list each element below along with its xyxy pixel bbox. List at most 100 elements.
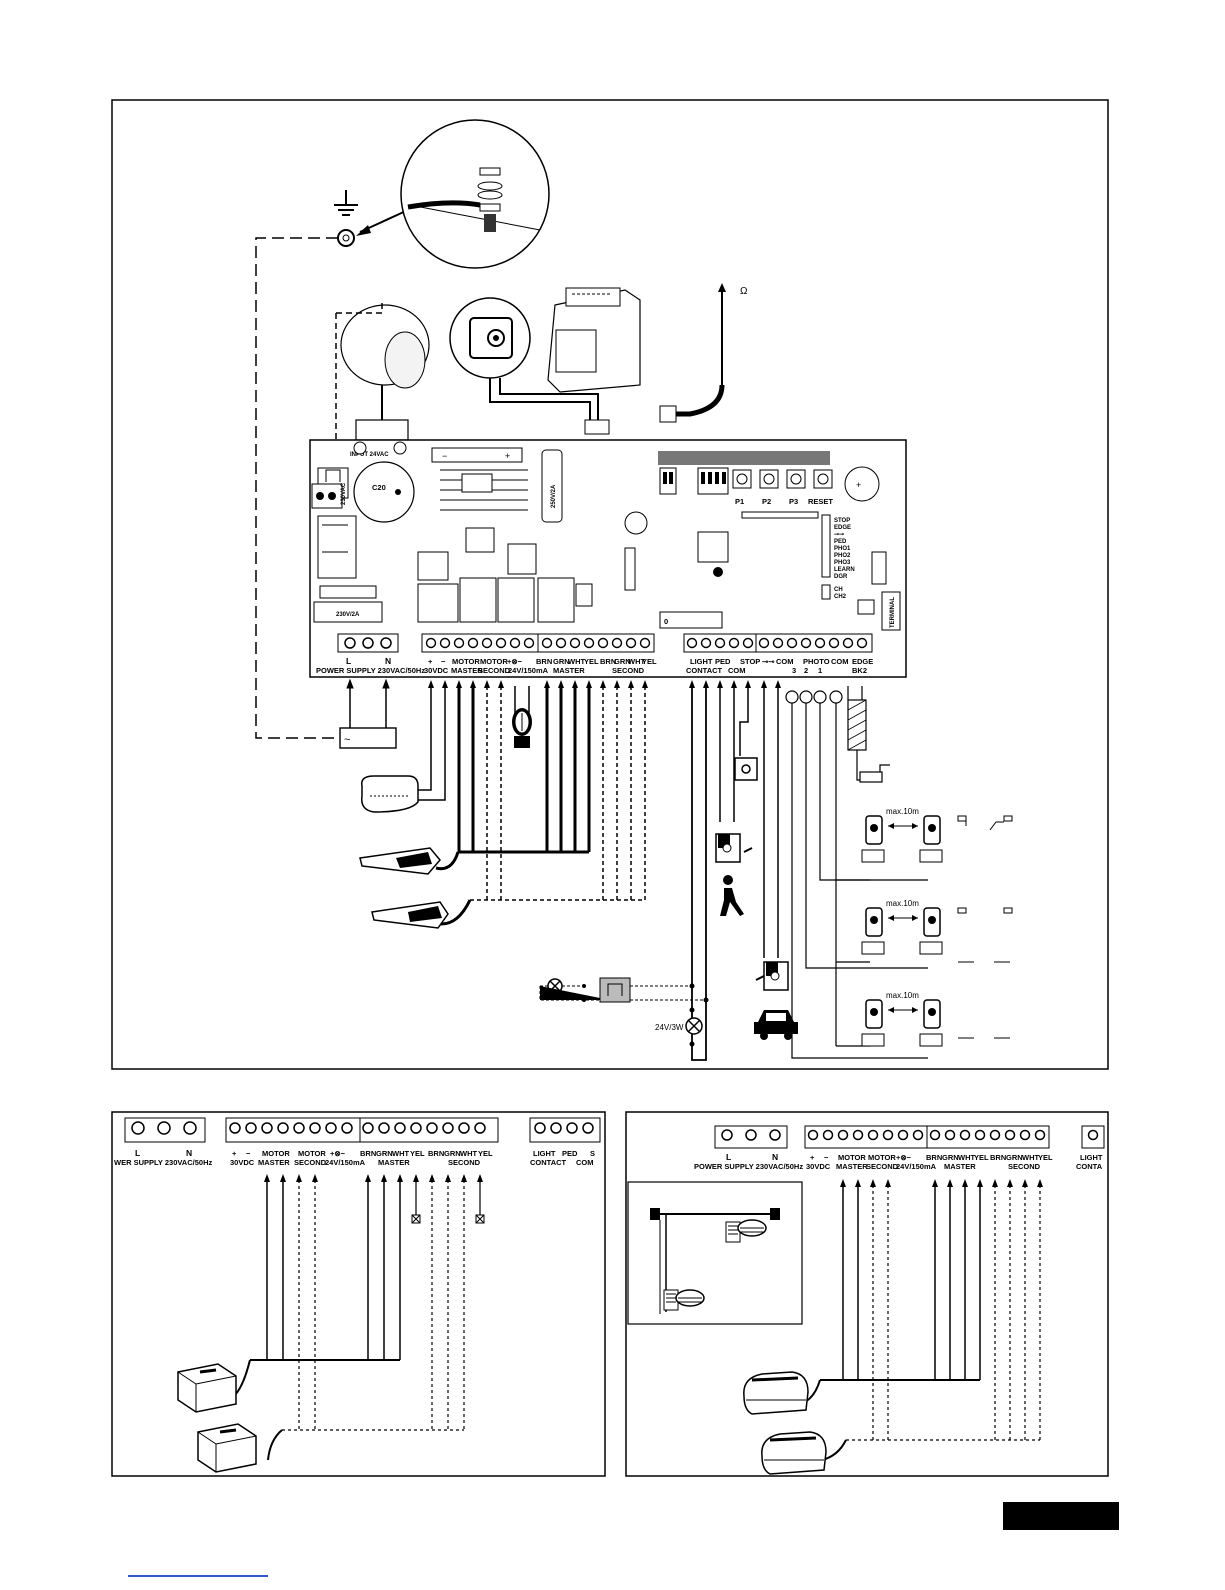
svg-text:−: −: [441, 657, 446, 666]
svg-text:⊸⊸: ⊸⊸: [834, 532, 844, 538]
svg-text:PHO3: PHO3: [834, 560, 851, 566]
limit-switch-2-icon: [663, 1289, 705, 1311]
svg-text:P1: P1: [735, 497, 744, 506]
pedestrian-icon: [720, 875, 744, 916]
terminal-label: TERMINAL: [890, 597, 896, 628]
transformer-icon: [335, 300, 430, 470]
svg-text:WHT: WHT: [1022, 1153, 1039, 1162]
flashing-lamp-icon: [512, 708, 532, 748]
svg-text:−: −: [246, 1149, 251, 1158]
svg-text:SECOND: SECOND: [612, 666, 645, 675]
svg-text:+⊗−: +⊗−: [330, 1149, 346, 1158]
svg-text:LIGHT: LIGHT: [533, 1149, 556, 1158]
svg-text:L: L: [135, 1148, 140, 1158]
transformer-terminal-label: 230VAC: [341, 482, 347, 505]
svg-text:BRN: BRN: [428, 1149, 444, 1158]
photocell-pair-2: max.10m: [861, 899, 1013, 963]
display-char: 0: [664, 617, 668, 626]
svg-text:+⊗−: +⊗−: [896, 1153, 912, 1162]
bottom-left-frame: [111, 1111, 606, 1477]
motor-second-icon: [371, 901, 449, 929]
svg-text:WHT: WHT: [628, 657, 645, 666]
svg-text:YEL: YEL: [642, 657, 657, 666]
svg-text:CONTACT: CONTACT: [686, 666, 723, 675]
status-leds: STOP EDGE ⊸⊸ PED PHO1 PHO2 PHO3 LEARN DG…: [821, 514, 855, 600]
input-label: INPUT 24VAC: [350, 452, 389, 458]
svg-text:CONTACT: CONTACT: [530, 1158, 567, 1167]
svg-text:max.10m: max.10m: [886, 807, 919, 816]
magnified-earth-terminal: [400, 119, 550, 269]
bottom-left-wiring: [224, 1174, 485, 1461]
svg-text:GRN: GRN: [376, 1149, 393, 1158]
svg-text:WER SUPPLY 230VAC/50Hz: WER SUPPLY 230VAC/50Hz: [114, 1158, 212, 1167]
svg-text:2: 2: [804, 666, 808, 675]
board-fuse-icon: [541, 449, 563, 523]
heatsink-icon: [440, 469, 528, 511]
svg-text:COM: COM: [831, 657, 849, 666]
receiver-module-icon: [547, 287, 641, 393]
svg-text:YEL: YEL: [584, 657, 599, 666]
svg-text:MASTER: MASTER: [944, 1162, 976, 1171]
motor-master-icon: [359, 847, 441, 875]
svg-text:BRN: BRN: [990, 1153, 1006, 1162]
svg-text:LIGHT: LIGHT: [690, 657, 713, 666]
svg-text:MASTER: MASTER: [378, 1158, 410, 1167]
svg-text:LEARN: LEARN: [834, 567, 855, 573]
heatsink-minus: −: [442, 451, 447, 461]
battery-icon: [361, 775, 419, 813]
svg-text:PHO1: PHO1: [834, 546, 851, 552]
svg-text:PHO2: PHO2: [834, 553, 851, 559]
svg-text:EDGE: EDGE: [852, 657, 873, 666]
svg-text:PED: PED: [715, 657, 731, 666]
io-terminal-block: LIGHT PED STOP ⊸⊸ COM PHOTO COM EDGE CON…: [683, 633, 873, 675]
bottom-left-terminals: L N + − MOTOR MOTOR +⊗− BRN GRN WHT YEL …: [114, 1117, 601, 1167]
mains-supply-box: [339, 727, 397, 749]
footer-link[interactable]: [128, 1575, 268, 1577]
board-buttons: P1 P2 P3 RESET: [732, 469, 833, 506]
svg-text:+⊗−: +⊗−: [507, 657, 523, 666]
stop-button-icon: [734, 757, 758, 781]
svg-text:+: +: [856, 480, 861, 490]
courtesy-light-circuit: 24V/3W: [539, 977, 709, 1047]
svg-text:POWER SUPPLY 230VAC/50Hz: POWER SUPPLY 230VAC/50Hz: [694, 1162, 803, 1171]
svg-text:P2: P2: [762, 497, 771, 506]
svg-text:SECOND: SECOND: [1008, 1162, 1041, 1171]
svg-text:30VDC: 30VDC: [424, 666, 449, 675]
svg-text:SECOND: SECOND: [294, 1158, 327, 1167]
svg-text:COM: COM: [728, 666, 746, 675]
svg-text:PED: PED: [834, 539, 847, 545]
svg-text:COM: COM: [776, 657, 794, 666]
svg-text:PED: PED: [562, 1149, 578, 1158]
earth-connection: [334, 119, 550, 269]
svg-text:WHT: WHT: [958, 1153, 975, 1162]
motor-terminal-block: + − MOTOR MOTOR +⊗− BRN GRN WHT YEL BRN …: [421, 633, 657, 675]
svg-text:−: −: [824, 1153, 829, 1162]
capacitor-icon: [353, 461, 415, 523]
dip-switch-icon: [663, 472, 726, 484]
svg-text:+: +: [810, 1153, 815, 1162]
svg-text:BRN: BRN: [536, 657, 552, 666]
svg-text:CH: CH: [834, 587, 843, 593]
svg-text:YEL: YEL: [1038, 1153, 1053, 1162]
lamp-rating-label: 24V/3W: [655, 1023, 684, 1032]
control-board: INPUT 24VAC 230VAC C20 − + 250V/2A 230V/…: [309, 439, 907, 678]
svg-text:24V/150mA: 24V/150mA: [508, 666, 549, 675]
svg-text:PHOTO: PHOTO: [803, 657, 830, 666]
buzzer-icon: [844, 466, 880, 502]
operator-2-icon: [761, 1431, 827, 1475]
svg-text:YEL: YEL: [974, 1153, 989, 1162]
svg-text:DGR: DGR: [834, 574, 848, 580]
svg-text:CH2: CH2: [834, 594, 847, 600]
svg-text:EDGE: EDGE: [834, 525, 851, 531]
svg-text:+: +: [428, 657, 433, 666]
relay-block: [417, 577, 593, 623]
svg-text:STOP: STOP: [740, 657, 760, 666]
svg-text:YEL: YEL: [410, 1149, 425, 1158]
limit-switch-inset: [627, 1181, 803, 1325]
svg-text:SECOND: SECOND: [448, 1158, 481, 1167]
svg-text:MASTER: MASTER: [553, 666, 585, 675]
svg-text:SECOND: SECOND: [866, 1162, 899, 1171]
svg-text:P3: P3: [789, 497, 798, 506]
svg-text:24V/150mA: 24V/150mA: [325, 1158, 366, 1167]
svg-text:MASTER: MASTER: [258, 1158, 290, 1167]
